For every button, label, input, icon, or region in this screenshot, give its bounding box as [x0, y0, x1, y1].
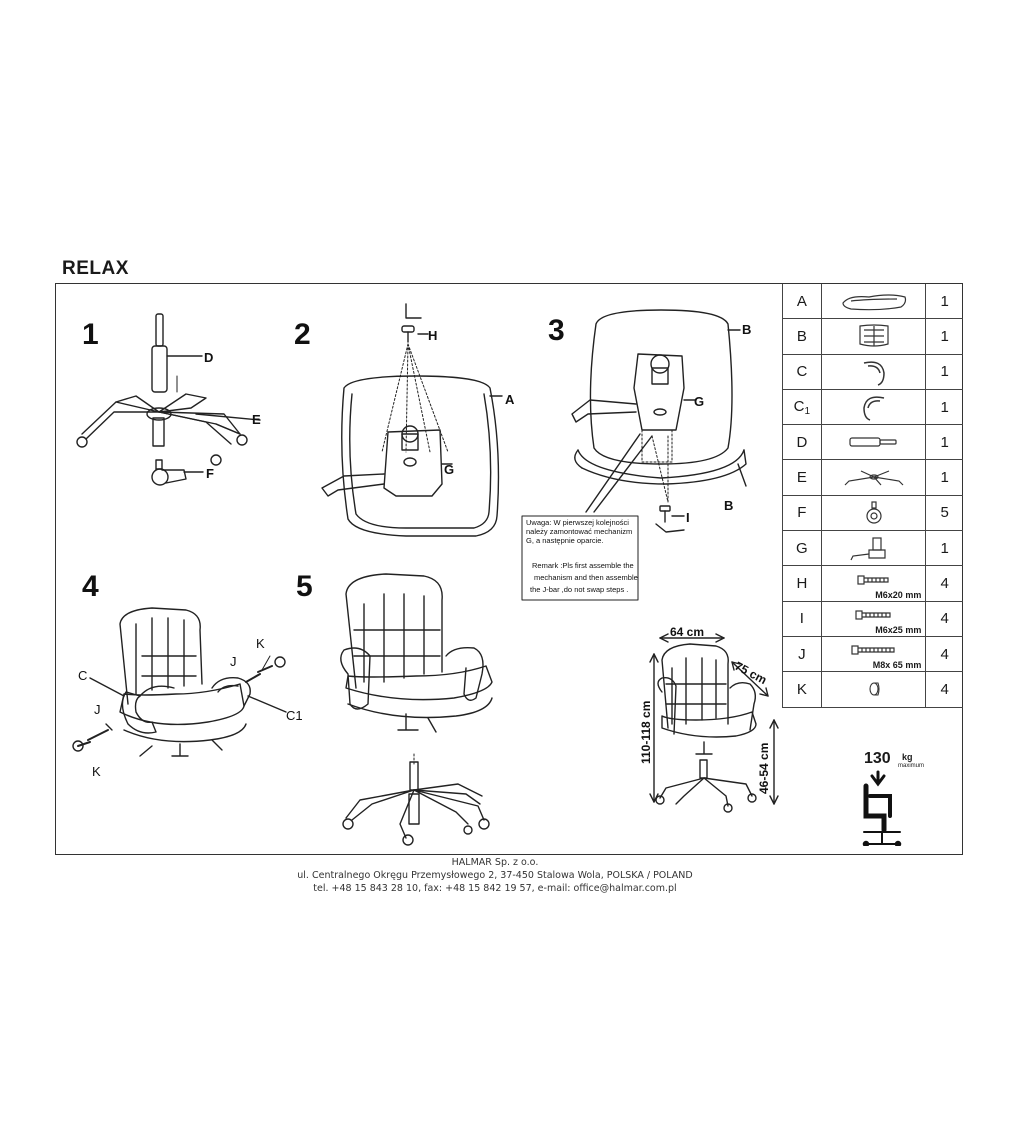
callout-b-bottom: B	[724, 498, 733, 513]
callout-i: I	[686, 510, 690, 525]
backrest-icon	[858, 324, 889, 348]
note-pl-line-2: należy zamontować mechanizm	[526, 527, 632, 536]
parts-row: A 1	[782, 284, 963, 320]
note-en-line-2: mechanism and then assemble	[534, 573, 638, 582]
note-box	[521, 515, 639, 601]
callout-a: A	[505, 392, 515, 407]
callout-c1: C1	[286, 708, 303, 723]
max-load-unit: kg	[902, 752, 913, 762]
part-qty: 1	[925, 459, 963, 496]
caster-icon	[865, 501, 882, 524]
part-letter: I	[782, 600, 822, 637]
part-letter: B	[782, 318, 822, 355]
base-icon	[844, 470, 903, 486]
seat-icon	[841, 294, 906, 311]
parts-list: A 1 B 1 C 1 C1 1 D 1 E 1 F	[782, 284, 963, 708]
part-qty: 5	[925, 494, 963, 532]
gas-lift-icon	[848, 437, 897, 447]
note-en-line-3: the J-bar ,do not swap steps .	[530, 585, 628, 594]
part-qty: 4	[925, 565, 963, 602]
footer-contact: tel. +48 15 843 28 10, fax: +48 15 842 1…	[313, 883, 677, 894]
callout-k-right: K	[256, 636, 265, 651]
note-pl-line-1: Uwaga: W pierwszej kolejności	[526, 518, 629, 527]
parts-row: F 5	[782, 494, 963, 532]
callout-f: F	[206, 466, 214, 481]
callout-j-left: J	[94, 702, 101, 717]
part-qty: 1	[925, 424, 963, 461]
screw-spec: M6x25 mm	[875, 624, 922, 635]
part-qty: 1	[925, 353, 963, 390]
dimension-width: 64 cm	[670, 625, 704, 639]
cap-icon	[868, 682, 880, 696]
part-qty: 4	[925, 600, 963, 637]
dimension-figure	[649, 633, 779, 813]
callout-h: H	[428, 328, 437, 343]
part-letter: F	[782, 494, 822, 532]
assembly-note: Uwaga: W pierwszej kolejności należy zam…	[526, 518, 638, 594]
callout-d: D	[204, 350, 213, 365]
footer-company: HALMAR Sp. z o.o.	[451, 857, 539, 868]
callout-j-right: J	[230, 654, 237, 669]
part-qty: 1	[925, 530, 963, 567]
step-number-2: 2	[294, 318, 311, 351]
max-load-value: 130	[864, 750, 891, 767]
part-letter: H	[782, 565, 822, 602]
parts-row: C 1	[782, 353, 963, 390]
part-letter: J	[782, 635, 822, 673]
callout-g: G	[444, 462, 454, 477]
part-qty: 1	[925, 284, 963, 320]
screw-spec: M8x 65 mm	[872, 660, 922, 671]
parts-row: B 1	[782, 318, 963, 355]
callout-b-top: B	[742, 322, 751, 337]
part-letter: K	[782, 671, 822, 708]
screw-icon	[850, 645, 895, 655]
screw-spec: M6x20 mm	[875, 589, 922, 600]
dimension-height: 110-118 cm	[639, 701, 653, 764]
step1-illustration	[76, 313, 261, 486]
part-letter: G	[782, 530, 822, 567]
parts-row: E 1	[782, 459, 963, 496]
footer-address: ul. Centralnego Okręgu Przemysłowego 2, …	[297, 870, 693, 881]
step-number-5: 5	[296, 570, 313, 603]
parts-row: I M6x25 mm 4	[782, 600, 963, 637]
part-qty: 4	[925, 671, 963, 708]
step5-illustration	[340, 573, 493, 846]
parts-row: G 1	[782, 530, 963, 567]
max-load-label: maximum	[898, 763, 925, 769]
dimension-seat-height: 46-54 cm	[757, 743, 771, 794]
callout-k-left: K	[92, 764, 101, 779]
part-letter: A	[782, 284, 822, 320]
parts-row: C1 1	[782, 388, 963, 426]
note-pl-line-3: G, a następnie oparcie.	[526, 536, 604, 545]
step-number-1: 1	[82, 318, 99, 351]
document-title: RELAX	[62, 258, 129, 279]
armrest-icon	[863, 361, 885, 386]
part-letter: C1	[782, 388, 822, 426]
screw-icon	[856, 574, 889, 585]
step4-illustration	[72, 607, 287, 757]
step-number-4: 4	[82, 570, 99, 603]
callout-g-step3: G	[694, 394, 704, 409]
part-qty: 4	[925, 635, 963, 673]
part-letter: E	[782, 459, 822, 496]
part-letter: C	[782, 353, 822, 390]
part-letter: D	[782, 424, 822, 461]
assembly-diagram: 1 2 3 4 5 D E F	[72, 303, 779, 846]
screw-icon	[854, 610, 891, 620]
parts-row: J M8x 65 mm 4	[782, 635, 963, 673]
part-qty: 1	[925, 388, 963, 426]
part-qty: 1	[925, 318, 963, 355]
max-load-badge: 130 kg maximum	[844, 746, 924, 851]
mechanism-icon	[849, 537, 886, 561]
parts-row: K 4	[782, 671, 963, 708]
callout-e: E	[252, 412, 261, 427]
parts-row: D 1	[782, 424, 963, 461]
step-number-3: 3	[548, 314, 565, 347]
callout-c: C	[78, 668, 87, 683]
parts-row: H M6x20 mm 4	[782, 565, 963, 602]
step3-illustration	[571, 309, 747, 533]
step2-illustration	[321, 303, 503, 537]
note-en-line-1: Remark :Pls first assemble the	[532, 561, 634, 570]
armrest-icon	[862, 396, 884, 421]
